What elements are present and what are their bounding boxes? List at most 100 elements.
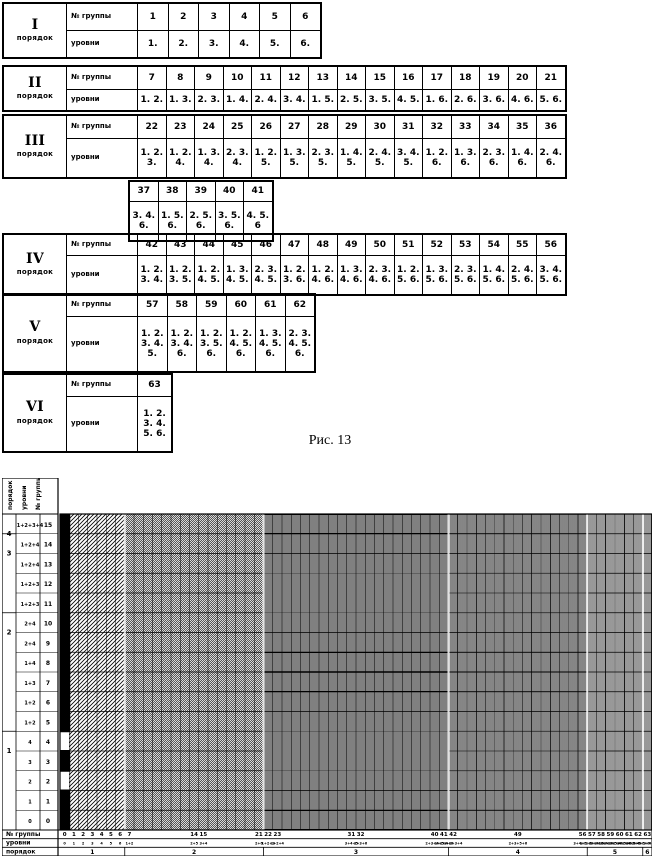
left-levels-label: 1+2+3+4: [17, 523, 44, 529]
group-number-cell: 27: [279, 114, 309, 139]
bottom-levels-label: 1+2+3+5+6: [598, 842, 622, 846]
levels-cell: 4.: [228, 29, 260, 59]
group-number-cell: 11: [251, 65, 281, 90]
group-number-cell: 34: [479, 114, 509, 139]
group-number-cell: 16: [393, 65, 423, 90]
group-number-cell: 61: [255, 293, 286, 317]
left-levels-label: 2+4: [24, 622, 36, 628]
left-number-label: 9: [46, 640, 50, 647]
bottom-levels-label: 1+2+4: [271, 842, 285, 846]
bottom-levels-label: 1+3+4+5+6: [617, 842, 641, 846]
levels-cell: 1. 2. 4. 5. 6.: [225, 315, 256, 373]
levels-cell: 1. 2. 3. 4. 5.: [137, 315, 168, 373]
levels-cell: 1. 6.: [422, 88, 452, 112]
levels-cell: 1. 5.: [308, 88, 338, 112]
levels-cell: 2. 3. 5. 6.: [450, 254, 480, 296]
levels-cell: 2. 3.: [194, 88, 224, 112]
group-number-cell: 39: [186, 180, 216, 202]
left-order-label: 2: [7, 629, 12, 637]
group-number-cell: 1: [137, 2, 169, 31]
order-word: порядок: [16, 336, 54, 345]
bottom-levels-label: 5: [110, 842, 113, 846]
levels-cell: 3. 4.: [279, 88, 309, 112]
group-number-cell: 19: [479, 65, 509, 90]
group-number-cell: 55: [507, 233, 537, 256]
left-levels-label: 1: [28, 799, 32, 805]
left-levels-label: 1+3: [24, 681, 36, 687]
bottom-levels-label: 1+2: [125, 842, 133, 846]
order-word: порядок: [16, 92, 54, 101]
levels-cell: 3. 4. 5.: [393, 137, 423, 179]
bottom-levels-label: 2+3+4+5+6: [626, 842, 650, 846]
order-separator: [641, 514, 644, 830]
group-number-cell: 62: [284, 293, 316, 317]
levels-header: уровни: [66, 137, 138, 179]
left-levels-label: 1+2: [24, 701, 36, 707]
left-levels-label: 1+2: [24, 720, 36, 726]
group-number-cell: 52: [422, 233, 452, 256]
left-levels-label: 0: [28, 819, 32, 825]
left-number-label: 12: [44, 581, 52, 588]
levels-cell: 1. 4.: [222, 88, 252, 112]
levels-cell: 1. 2. 3. 5. 6.: [196, 315, 227, 373]
levels-cell: 2. 4.: [251, 88, 281, 112]
group-number-cell: 53: [450, 233, 480, 256]
left-number-label: 6: [46, 700, 50, 707]
bottom-group-number: 1: [72, 832, 76, 838]
group-number-header: № группы: [66, 373, 138, 397]
left-number-label: 4: [46, 739, 50, 746]
bottom-group-number: 31: [348, 832, 356, 838]
levels-cell: 6.: [289, 29, 322, 59]
bottom-levels-label: 1+3+6: [354, 842, 368, 846]
levels-cell: 2. 3. 5.: [308, 137, 338, 179]
bottom-row-label: уровни: [6, 840, 30, 847]
levels-cell: 2. 5.: [336, 88, 366, 112]
levels-cell: 1. 4. 6.: [507, 137, 537, 179]
levels-cell: 2. 3. 4. 5. 6.: [284, 315, 316, 373]
levels-cell: 1. 2. 3. 4. 5. 6.: [137, 395, 173, 453]
bottom-order-label: 1: [90, 849, 94, 856]
left-header-label: уровни: [21, 486, 28, 510]
order-separator: [447, 514, 450, 830]
group-number-header: № группы: [66, 65, 138, 90]
left-number-label: 1: [46, 798, 50, 805]
order-roman: V: [29, 319, 41, 336]
levels-cell: 1. 2. 4. 5.: [194, 254, 224, 296]
bottom-levels-label: 3+4+5: [345, 842, 359, 846]
left-header-label: порядок: [7, 481, 14, 510]
bottom-levels-label: 1+2+3+4+5+6: [633, 842, 652, 846]
bottom-group-number: 62: [634, 832, 642, 838]
group-number-cell: 10: [222, 65, 252, 90]
levels-cell: 1. 2. 4.: [165, 137, 195, 179]
group-number-cell: 50: [365, 233, 395, 256]
group-number-cell: 36: [536, 114, 566, 139]
group-number-cell: 57: [137, 293, 168, 317]
group-number-cell: 56: [536, 233, 566, 256]
group-number-cell: 3: [198, 2, 230, 31]
group-number-cell: 28: [308, 114, 338, 139]
bottom-group-number: 22: [264, 832, 272, 838]
order-separator: [123, 514, 126, 830]
group-number-cell: 31: [393, 114, 423, 139]
levels-cell: 1. 2. 3. 5.: [165, 254, 195, 296]
left-levels-label: 1+2+4: [21, 562, 40, 568]
group-number-cell: 6: [289, 2, 322, 31]
group-number-cell: 23: [165, 114, 195, 139]
bottom-group-number: 14: [190, 832, 198, 838]
levels-cell: 1. 2. 4. 6.: [308, 254, 338, 296]
levels-cell: 1. 2. 3. 6.: [279, 254, 309, 296]
bottom-group-number: 7: [127, 832, 131, 838]
order-roman: III: [24, 132, 46, 149]
group-number-cell: 30: [365, 114, 395, 139]
group-number-cell: 35: [507, 114, 537, 139]
bottom-levels-label: 4: [100, 842, 103, 846]
group-number-cell: 24: [194, 114, 224, 139]
bottom-group-number: 49: [514, 832, 522, 838]
group-number-cell: 21: [536, 65, 566, 90]
